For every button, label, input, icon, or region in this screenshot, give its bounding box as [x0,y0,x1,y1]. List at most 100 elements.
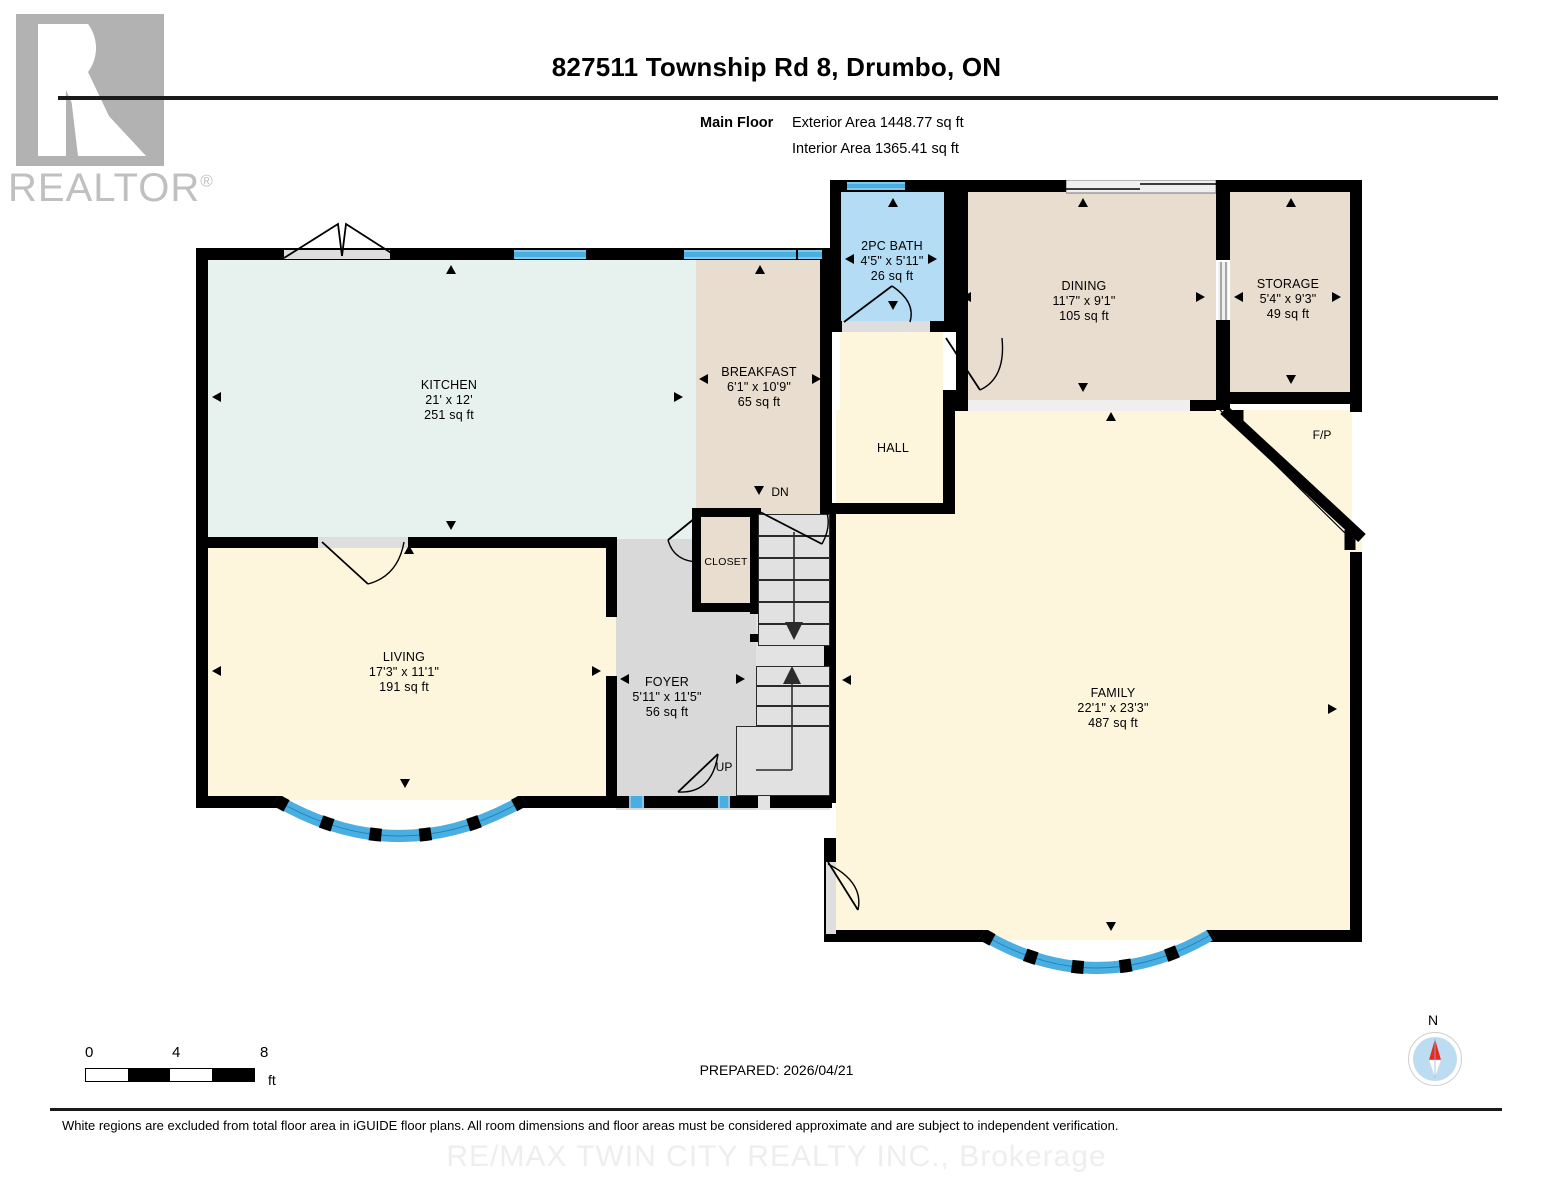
scale-segment-4 [212,1069,254,1081]
dim-arrow-living-west [212,666,221,676]
scale-tick-0: 0 [85,1044,94,1061]
room-dims-dining: 11'7" x 9'1" [1052,294,1116,308]
wall-bath-south-right [930,321,956,332]
realtor-logo: REALTOR® [8,14,213,210]
dim-arrow-kitchen-west [212,392,221,402]
window-kitchen-north-2 [684,250,796,259]
dim-arrow-breakfast-west [699,374,708,384]
room-label-kitchen: KITCHEN 21' x 12' 251 sq ft [421,378,477,423]
door-swing-kitchen-north [283,222,397,259]
room-area-breakfast: 65 sq ft [737,395,781,409]
room-name-kitchen: KITCHEN [420,378,478,392]
door-swing-bath [843,285,912,323]
door-swing-closet [667,513,701,563]
wall-closet-north [692,508,760,517]
room-label-foyer: FOYER 5'11" x 11'5" 56 sq ft [632,675,701,720]
dim-arrow-dining-north [1078,198,1088,207]
dim-arrow-kitchen-east [674,392,683,402]
dim-arrow-kitchen-south [446,521,456,530]
wall-east-exterior-upper [1350,180,1362,412]
room-name-storage: STORAGE [1256,277,1320,291]
wall-bath-south-left [830,321,842,332]
dim-arrow-storage-north [1286,198,1296,207]
dim-arrow-storage-south [1286,375,1296,384]
stair-tread-up-2 [756,686,830,706]
scale-tick-4: 4 [172,1044,181,1061]
dim-arrow-dining-south [1078,383,1088,392]
wall-hall-east [943,390,955,514]
door-swing-kitchen-living [321,541,405,585]
door-opening-kitchen-north [284,250,390,259]
room-label-breakfast: BREAKFAST 6'1" x 10'9" 65 sq ft [721,365,796,410]
door-opening-bath [842,321,930,332]
room-fill-living [208,547,616,800]
wall-west-exterior [196,248,208,808]
floor-plan-drawing: F/P [196,180,1366,975]
room-label-closet: CLOSET [704,555,747,570]
stairs-down-label: DN [771,485,789,499]
room-name-2pc-bath: 2PC BATH [861,239,923,253]
room-fill-breakfast [696,256,822,514]
room-name-dining: DINING [1061,279,1107,293]
wall-breakfast-east [820,248,832,514]
room-label-family: FAMILY 22'1" x 23'3" 487 sq ft [1077,686,1148,731]
room-label-hall: HALL [877,441,909,456]
door-opening-family-west [826,862,836,934]
prepared-date: PREPARED: 2026/04/21 [699,1062,854,1078]
disclaimer-text: White regions are excluded from total fl… [62,1118,1119,1133]
wall-closet-south [692,603,760,612]
room-dims-living: 17'3" x 11'1" [368,665,440,679]
wall-foyer-south-a [617,796,629,808]
wall-kitchen-living-divider [208,537,318,548]
room-label-living: LIVING 17'3" x 11'1" 191 sq ft [369,650,439,695]
stair-landing-up [736,726,830,796]
compass-rose [1408,1032,1462,1086]
door-swing-front [677,753,719,793]
dim-arrow-bath-east [928,254,937,264]
floor-label: Main Floor [700,115,774,131]
wall-foyer-south-b [644,796,718,808]
footer-divider [50,1108,1502,1111]
dim-arrow-dining-west [962,292,971,302]
wall-living-east-upper [606,537,617,617]
room-fill-dining [958,192,1216,410]
wall-living-east-lower [606,676,617,808]
room-label-2pc-bath: 2PC BATH 4'5" x 5'11" 26 sq ft [860,239,923,284]
dim-arrow-living-south [400,779,410,788]
wall-closet-west [692,508,701,612]
dim-arrow-family-east [1328,704,1337,714]
patio-door-dining-lines [1066,180,1216,194]
fireplace-label: F/P [1312,428,1332,442]
window-kitchen-north-1 [514,250,586,259]
room-name-hall: HALL [876,441,910,455]
wall-dining-south-right [1188,400,1230,411]
dim-arrow-living-east [592,666,601,676]
wall-family-south [824,930,986,942]
wall-bath-east [944,180,956,332]
room-dims-kitchen: 21' x 12' [425,393,473,407]
stair-direction-up [756,666,801,771]
window-foyer-south-2 [718,796,730,808]
room-label-dining: DINING 11'7" x 9'1" 105 sq ft [1052,279,1115,324]
wall-living-south-right [520,796,630,808]
scale-segment-3 [170,1069,212,1081]
room-area-living: 191 sq ft [379,680,429,694]
room-dims-storage: 5'4" x 9'3" [1259,292,1317,306]
room-name-foyer: FOYER [644,675,690,689]
door-leaf-storage [1220,262,1227,320]
arrow-stairs-dn [754,486,764,495]
wall-living-south-left [196,796,278,808]
bay-window-living [272,796,528,843]
bay-window-family [978,930,1216,975]
wall-family-east [1350,534,1362,942]
scale-bar [85,1068,255,1082]
window-breakfast-north [798,250,822,259]
realtor-r-glyph [38,24,146,156]
door-swing-stair-dn [759,509,829,545]
room-fill-storage [1230,192,1352,392]
room-area-storage: 49 sq ft [1266,307,1310,321]
room-dims-2pc-bath: 4'5" x 5'11" [860,254,924,268]
scale-tick-8: 8 [260,1044,269,1061]
dim-arrow-breakfast-north [755,265,765,274]
